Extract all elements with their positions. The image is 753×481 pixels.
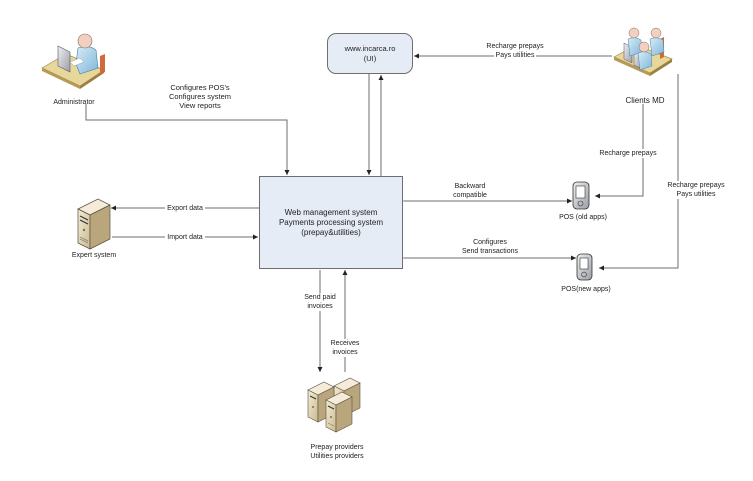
pda-device-icon xyxy=(576,253,593,281)
ui-node: www.incarca.ro (UI) xyxy=(327,33,413,74)
edge-label-receive-invoices: Receives invoices xyxy=(321,339,369,357)
server-cluster-icon xyxy=(307,377,361,433)
edge-label-admin: Configures POS's Configures system View … xyxy=(160,83,240,110)
edge-label-export: Export data xyxy=(150,204,220,213)
clients-label: Clients MD xyxy=(620,96,670,105)
main-node-line: Payments processing system xyxy=(278,217,384,227)
edge-label-line: invoices xyxy=(330,348,360,357)
edge-label-main-pos-old: Backward compatible xyxy=(445,182,495,200)
edge-label-line: Pays utilities xyxy=(674,190,718,199)
pos-old-label-text: POS (old apps) xyxy=(559,214,607,221)
providers-label-line: Utilities providers xyxy=(310,453,364,460)
pos-new-label: POS(new apps) xyxy=(558,285,614,294)
edge-label-send-invoices: Send paid invoices xyxy=(296,293,344,311)
pos-new-label-text: POS(new apps) xyxy=(561,286,611,293)
pos-old-label: POS (old apps) xyxy=(555,213,611,222)
call-center-group-icon xyxy=(613,27,673,76)
edge-label-line: Backward xyxy=(454,183,486,190)
edge-label-line: Export data xyxy=(165,204,205,213)
main-node-line: Web management system xyxy=(284,207,378,217)
operator-workstation-icon xyxy=(41,33,105,89)
expert-system-label: Expert system xyxy=(66,251,122,260)
edge-label-line: Configures xyxy=(473,239,507,246)
edge-label-line: Recharge prepays xyxy=(665,181,727,190)
administrator-label-text: Administrator xyxy=(53,99,95,106)
ui-node-line: (UI) xyxy=(363,53,377,63)
server-icon xyxy=(77,198,111,250)
expert-system-label-text: Expert system xyxy=(71,252,117,259)
main-node-line: (prepay&utilities) xyxy=(301,227,361,237)
main-system-node: Web management system Payments processin… xyxy=(259,176,403,269)
edge-label-clients-pos-old: Recharge prepays xyxy=(596,149,660,158)
edge-label-clients-ui: Recharge prepays Pays utilities xyxy=(470,42,560,60)
edge-clients-to-pos-old xyxy=(595,104,644,199)
ui-node-line: www.incarca.ro xyxy=(344,43,396,53)
edge-label-line: invoices xyxy=(305,302,335,311)
edge-label-clients-pos-new: Recharge prepays Pays utilities xyxy=(664,181,728,199)
edge-label-line: Send transactions xyxy=(461,248,519,255)
edge-clients-to-pos-new xyxy=(599,74,679,271)
edge-label-line: Pays utilities xyxy=(493,51,537,60)
administrator-label: Administrator xyxy=(46,98,102,107)
providers-label-line: Prepay providers xyxy=(310,444,364,451)
clients-label-text: Clients MD xyxy=(625,96,665,105)
edge-label-line: Recharge prepays xyxy=(597,149,659,158)
edge-label-line: Configures POS's xyxy=(170,83,230,92)
edge-label-line: Send paid xyxy=(302,293,338,302)
edge-label-line: compatible xyxy=(453,192,487,199)
pda-device-icon xyxy=(572,181,590,210)
providers-label: Prepay providers Utilities providers xyxy=(302,443,372,461)
edge-label-line: Receives xyxy=(328,339,362,348)
edge-label-line: Import data xyxy=(165,233,205,242)
edge-label-line: Configures system xyxy=(168,92,232,101)
edge-admin-to-main xyxy=(85,104,290,175)
edge-label-import: Import data xyxy=(150,233,220,242)
edge-label-line: Recharge prepays xyxy=(484,42,546,51)
edge-label-main-pos-new: Configures Send transactions xyxy=(450,238,530,256)
edge-label-line: View reports xyxy=(179,101,221,110)
